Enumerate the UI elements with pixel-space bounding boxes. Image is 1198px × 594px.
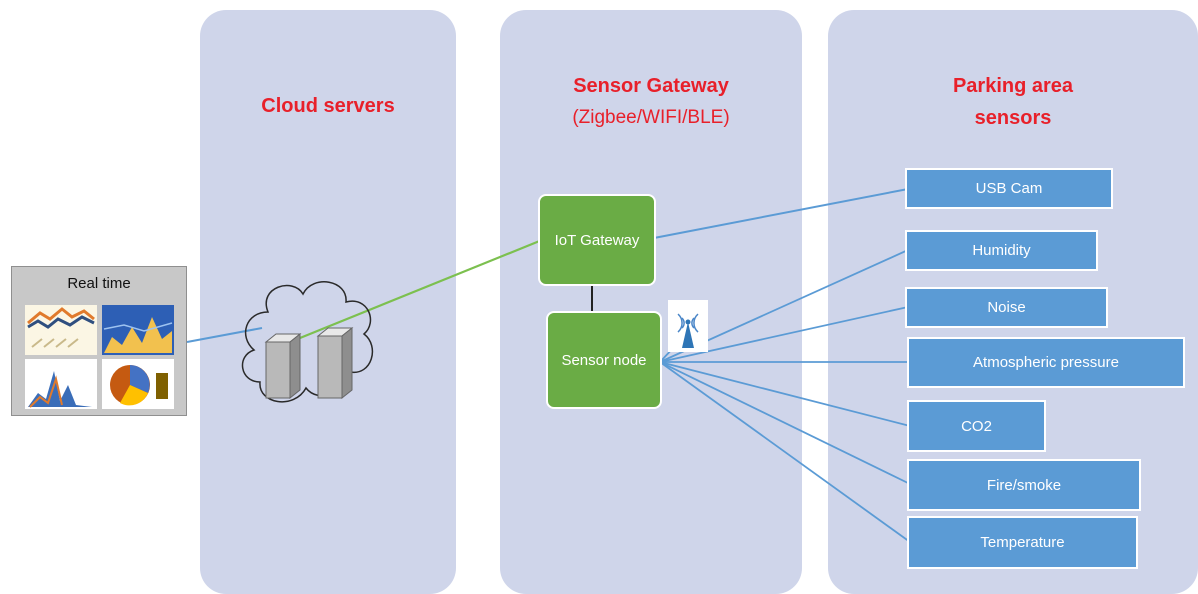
sensor-usb-cam: USB Cam bbox=[905, 168, 1113, 209]
iot-gateway-node: IoT Gateway bbox=[538, 194, 656, 286]
cloud-servers-icon bbox=[241, 281, 374, 403]
cloud-servers-title: Cloud servers bbox=[261, 95, 395, 117]
sensor-gateway-title: Sensor Gateway bbox=[573, 75, 729, 97]
sensor-fire-smoke: Fire/smoke bbox=[907, 459, 1141, 511]
dashboard-thumbnails bbox=[25, 305, 174, 409]
sensor-co2: CO2 bbox=[907, 400, 1046, 452]
sensor-noise: Noise bbox=[905, 287, 1108, 328]
sensor-humidity: Humidity bbox=[905, 230, 1098, 271]
sensor-atmospheric-pressure: Atmospheric pressure bbox=[907, 337, 1185, 388]
sensor-gateway-subtitle: (Zigbee/WIFI/BLE) bbox=[572, 107, 730, 128]
parking-sensors-title-line2: sensors bbox=[974, 107, 1052, 129]
sensor-temperature: Temperature bbox=[907, 516, 1138, 569]
real-time-label: Real time bbox=[67, 275, 131, 292]
antenna-icon bbox=[668, 300, 708, 352]
sensor-node: Sensor node bbox=[546, 311, 662, 409]
real-time-dashboard: Real time bbox=[11, 266, 187, 416]
parking-sensors-title-line1: Parking area bbox=[952, 75, 1074, 97]
sensor-gateway-panel: Sensor Gateway (Zigbee/WIFI/BLE) bbox=[500, 10, 802, 594]
